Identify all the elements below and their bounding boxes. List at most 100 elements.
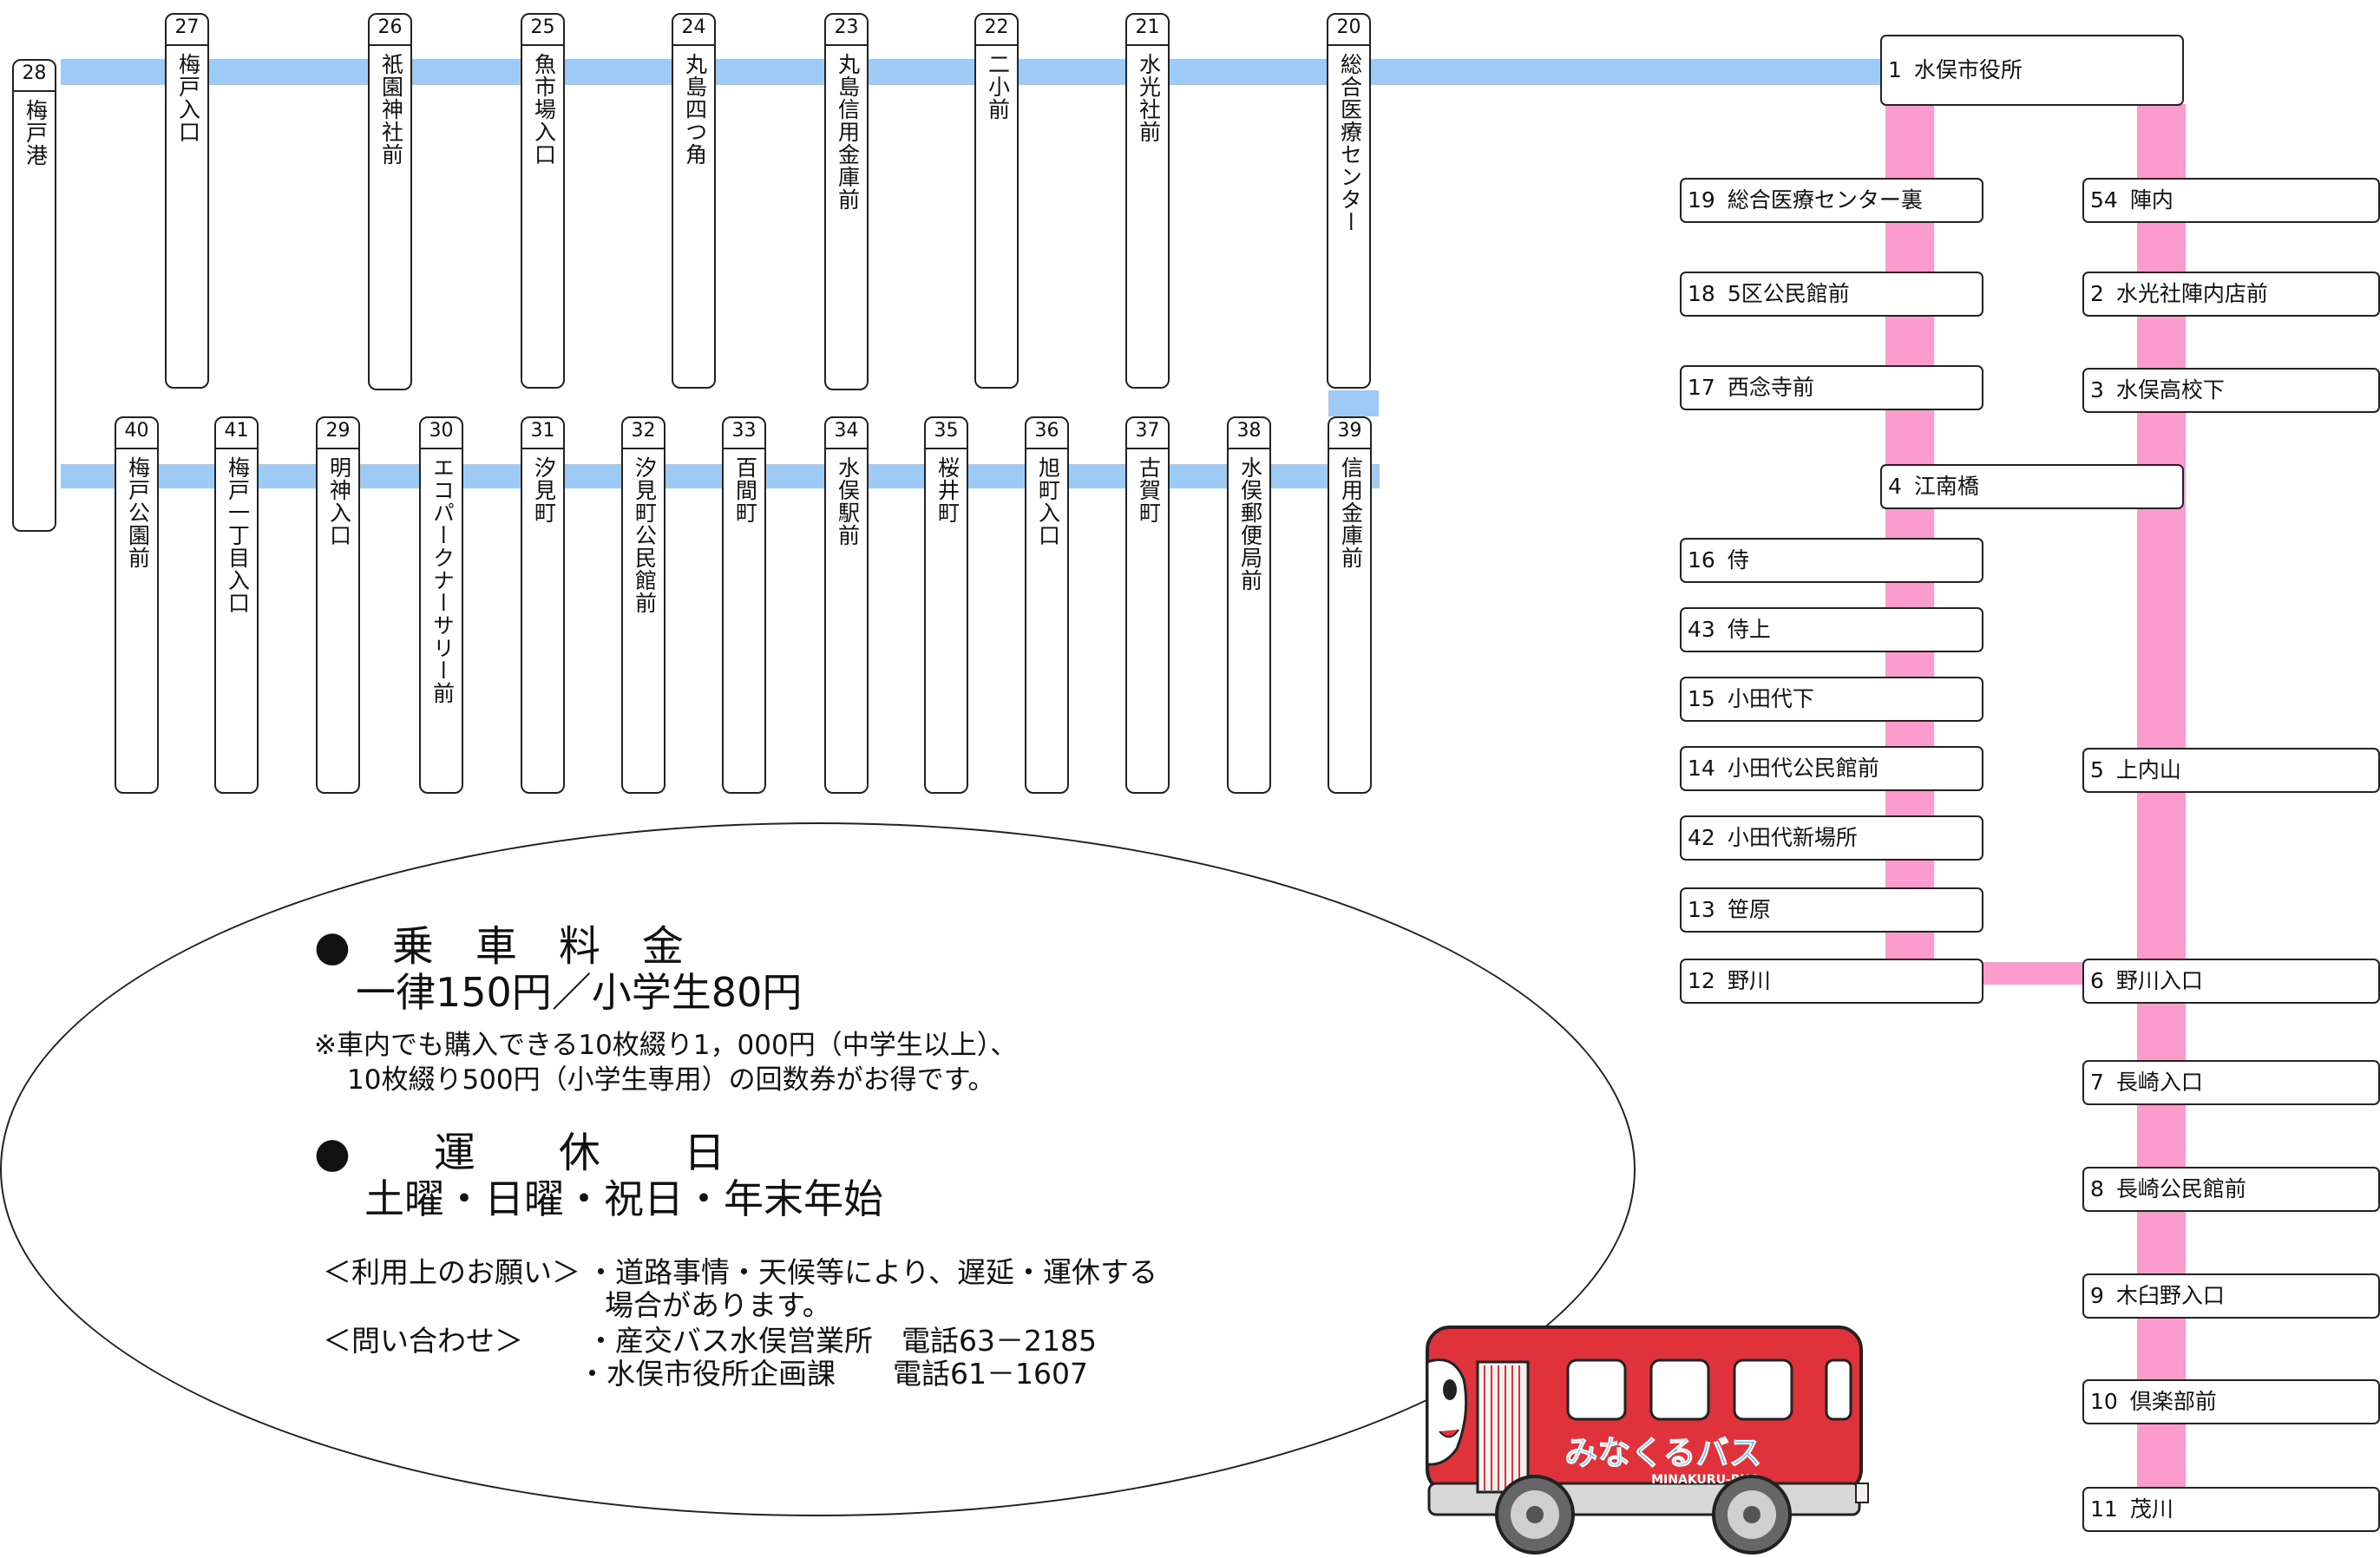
- fare-value: 一律150円／小学生80円: [356, 969, 803, 1016]
- stop-number: 20: [1328, 18, 1369, 46]
- stop-number: 35: [926, 422, 967, 449]
- bus-window-3: [1733, 1358, 1793, 1421]
- stop-number: 5: [2090, 757, 2104, 782]
- stop-30[interactable]: 30 エコパークナーサリー前: [419, 416, 463, 794]
- blue-route-connector: [1328, 390, 1379, 416]
- stop-31[interactable]: 31 汐見町: [521, 416, 565, 794]
- stop-name: 汐見町公民館前: [632, 456, 658, 614]
- bus-face: [1426, 1358, 1468, 1466]
- stop-name: エコパークナーサリー前: [429, 456, 456, 704]
- bus-wheel-front: [1495, 1475, 1575, 1555]
- stop-number: 42: [1688, 825, 1715, 850]
- stop-name: 総合医療センター: [1337, 53, 1363, 233]
- stop-number: 11: [2090, 1496, 2118, 1522]
- stop-number: 22: [976, 18, 1017, 46]
- stop-number: 12: [1688, 968, 1715, 993]
- info-ellipse: [0, 822, 1636, 1516]
- stop-number: 43: [1688, 617, 1715, 642]
- stop-number: 8: [2090, 1176, 2104, 1201]
- stop-20[interactable]: 20 総合医療センター: [1327, 13, 1371, 389]
- stop-number: 34: [826, 422, 867, 449]
- stop-number: 15: [1688, 686, 1715, 711]
- stop-54[interactable]: 54 陣内: [2082, 178, 2380, 223]
- stop-number: 6: [2090, 968, 2104, 993]
- stop-number: 4: [1888, 474, 1902, 499]
- stop-name: 汐見町: [531, 456, 557, 524]
- stop-name: 江南橋: [1913, 474, 1979, 499]
- request-label: ＜利用上のお願い＞: [323, 1255, 580, 1289]
- contact-2: ・水俣市役所企画課 電話61－1607: [578, 1357, 1088, 1391]
- stop-number: 40: [116, 422, 157, 449]
- stop-number: 32: [623, 422, 664, 449]
- stop-number: 3: [2090, 377, 2104, 403]
- stop-number: 54: [2090, 187, 2118, 213]
- stop-3[interactable]: 3 水俣高校下: [2082, 368, 2380, 413]
- stop-name: 陣内: [2129, 187, 2173, 213]
- stop-name: 信用金庫前: [1338, 456, 1364, 569]
- stop-name: 水俣高校下: [2115, 377, 2225, 403]
- stop-4[interactable]: 4 江南橋: [1880, 464, 2184, 509]
- contact-1: ・産交バス水俣営業所 電話63－2185: [587, 1324, 1097, 1358]
- bus-window-2: [1649, 1358, 1710, 1421]
- bus-window-4: [1825, 1358, 1852, 1421]
- stop-number: 28: [14, 64, 55, 92]
- stop-number: 33: [724, 422, 764, 449]
- stop-name: 丸島四つ角: [682, 53, 708, 166]
- stop-name: 木臼野入口: [2115, 1283, 2225, 1308]
- bus-illustration: みなくるバス MINAKURU-BUS: [1426, 1326, 1869, 1555]
- stop-name: 長崎入口: [2115, 1070, 2203, 1095]
- stop-number: 23: [826, 18, 867, 46]
- fare-note-1: ※車内でも購入できる10枚綴り1，000円（中学生以上）、: [314, 1030, 1018, 1061]
- stop-name: 倶楽部前: [2129, 1389, 2217, 1414]
- stop-number: 30: [421, 422, 462, 449]
- stop-name: 梅戸一丁目入口: [225, 456, 251, 614]
- stop-28[interactable]: 28 梅戸港: [12, 59, 56, 532]
- stop-number: 14: [1688, 756, 1715, 781]
- stop-32[interactable]: 32 汐見町公民館前: [621, 416, 665, 794]
- bus-mouth: [1439, 1429, 1459, 1438]
- stop-name: 梅戸港: [23, 99, 49, 167]
- request-text-1: ・道路事情・天候等により、遅延・運休する: [587, 1255, 1158, 1289]
- stop-name: 5区公民館前: [1727, 281, 1850, 306]
- stop-name: 明神入口: [326, 456, 352, 547]
- stop-number: 31: [522, 422, 563, 449]
- stop-number: 16: [1688, 547, 1715, 573]
- stop-name: 旭町入口: [1035, 456, 1061, 547]
